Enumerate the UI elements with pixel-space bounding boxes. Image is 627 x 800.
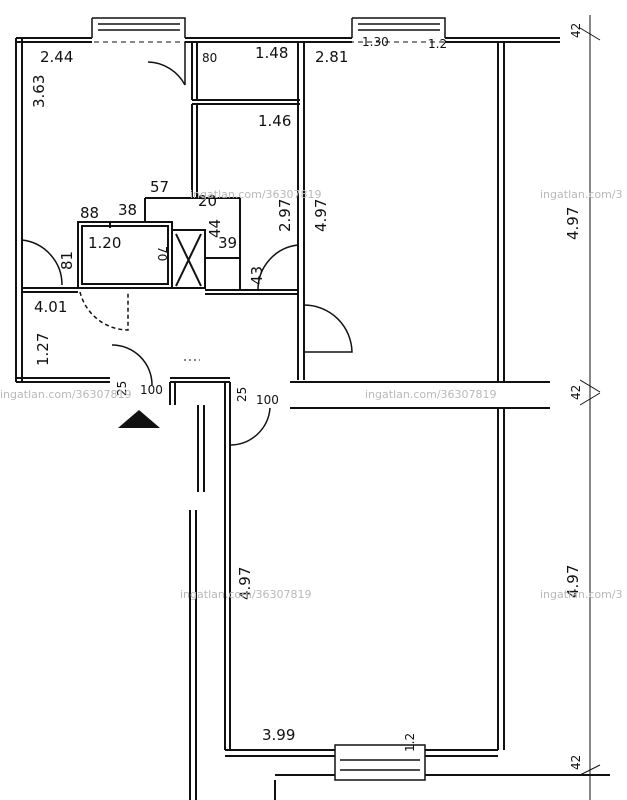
label-right-dim-top: 4.97 <box>564 207 582 240</box>
watermark-lower: ingatlan.com/36307819 <box>180 588 312 601</box>
label-right-42-b: 42 <box>569 385 583 400</box>
label-closet-70: 70 <box>155 246 169 261</box>
wall-shaft-right <box>205 257 298 295</box>
label-bath-width: 1.48 <box>255 44 288 62</box>
label-hall-depth: 1.27 <box>34 333 52 366</box>
label-door-100-a: 100 <box>140 383 163 397</box>
wall-right-room <box>497 42 505 750</box>
label-bath-door: 80 <box>202 51 217 65</box>
label-door-43: 43 <box>248 266 266 285</box>
watermark-top: ingatlan.com/36307819 <box>190 188 322 201</box>
door-right-hall <box>303 304 353 353</box>
label-lower-width: 3.99 <box>262 726 295 744</box>
watermark-mid: ingatlan.com/36307819 <box>365 388 497 401</box>
window-top-right <box>351 17 446 38</box>
wall-top <box>16 37 560 43</box>
label-door-81: 81 <box>58 251 76 270</box>
wall-lower-bottom <box>225 749 498 757</box>
label-right-42-c: 42 <box>569 755 583 770</box>
watermark-left: ingatlan.com/36307819 <box>0 388 132 401</box>
door-entrance <box>111 344 153 386</box>
window-top-left <box>91 17 186 38</box>
label-hall-88: 88 <box>80 204 99 222</box>
label-door-100-b: 100 <box>256 393 279 407</box>
wall-lower-left <box>189 382 231 800</box>
label-kitchen-width: 2.44 <box>40 48 73 66</box>
label-room-mid-depth: 4.97 <box>312 199 330 232</box>
label-right-dim-bottom: 4.97 <box>564 565 582 598</box>
shaft <box>171 229 206 289</box>
label-hall-38: 38 <box>118 201 137 219</box>
watermark-lower-right: ingatlan.com/3 <box>540 588 623 601</box>
label-shaft-39: 39 <box>218 234 237 252</box>
wall-bottom-edge <box>274 774 610 800</box>
label-door-25: 25 <box>115 381 129 396</box>
label-room-mid-width: 2.81 <box>315 48 348 66</box>
label-lower-depth: 4.97 <box>236 567 254 600</box>
wall-bath <box>191 42 305 380</box>
label-closet: 1.20 <box>88 234 121 252</box>
door-43 <box>257 244 299 291</box>
watermark-top-right: ingatlan.com/3 <box>540 188 623 201</box>
label-window-bottom: 1.2 <box>403 733 417 752</box>
wall-wc <box>185 104 241 260</box>
entrance-arrow-icon <box>118 410 160 428</box>
wall-hall-top <box>22 287 78 293</box>
wall-hall-step <box>109 197 185 228</box>
label-kitchen-depth: 3.63 <box>30 75 48 108</box>
label-door-25b: 25 <box>235 387 249 402</box>
label-hall-44: 44 <box>206 219 224 238</box>
label-window-right-2: 1.2 <box>428 37 447 51</box>
label-wc-depth: 2.97 <box>276 199 294 232</box>
wall-hall-bottom <box>16 377 230 405</box>
door-hall-swing <box>79 291 129 331</box>
wall-outer-left <box>15 38 23 382</box>
label-window-right: 1.30 <box>362 35 389 49</box>
window-bottom <box>334 744 426 781</box>
dim-line-right <box>579 15 601 800</box>
label-wc-width: 1.46 <box>258 112 291 130</box>
label-hall-20: 20 <box>198 192 217 210</box>
label-hall-width: 4.01 <box>34 298 67 316</box>
door-lower-room <box>229 405 271 446</box>
door-kitchen <box>147 42 186 86</box>
door-81 <box>21 239 63 286</box>
label-hall-57: 57 <box>150 178 169 196</box>
label-right-42-a: 42 <box>569 23 583 38</box>
wall-mid-horizontal <box>290 381 550 409</box>
